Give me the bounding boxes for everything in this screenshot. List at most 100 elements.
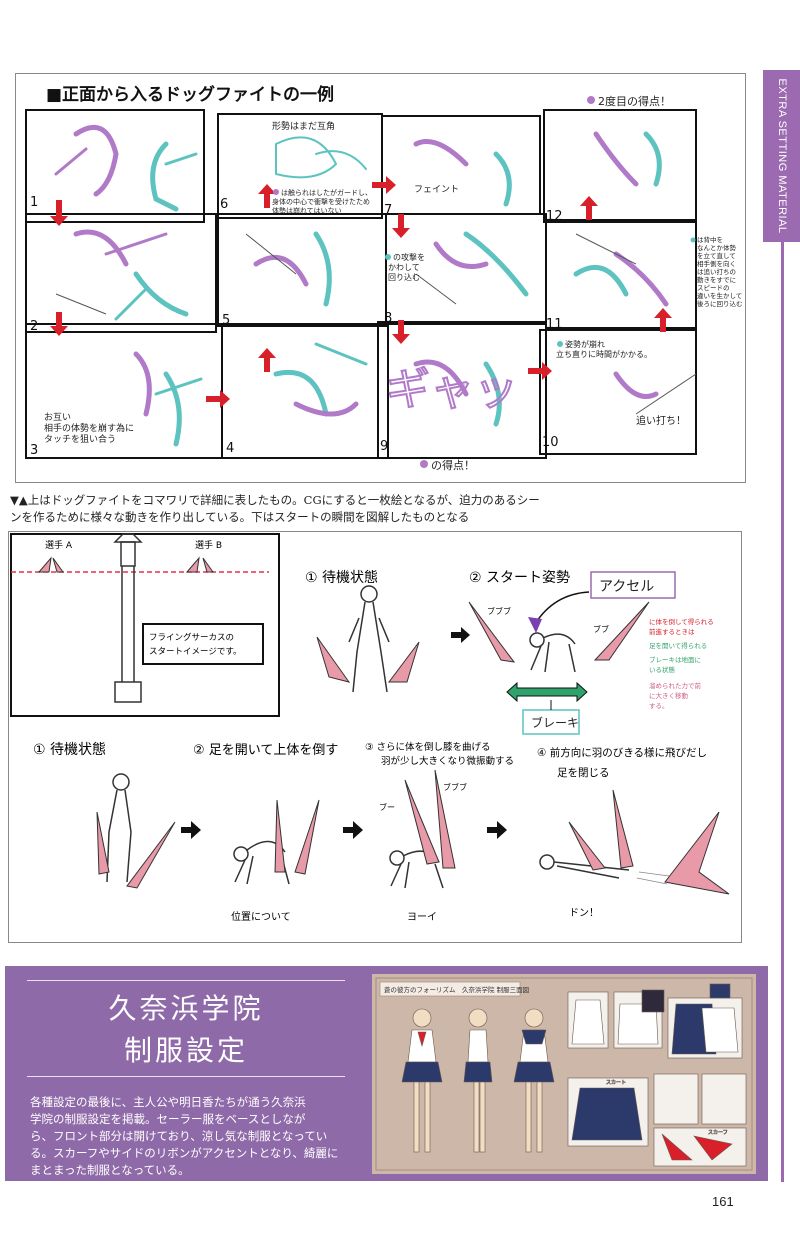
panel-number: 5 — [222, 313, 230, 328]
panel-number: 9 — [380, 439, 388, 454]
uniform-sheet-image: 蒼の彼方のフォーリズム 久奈浜学院 制服三面図 — [372, 974, 756, 1174]
svg-text:足を開いて得られる: 足を開いて得られる — [649, 641, 707, 650]
svg-text:を立て直して: を立て直して — [697, 251, 736, 260]
step-2-sub: 位置について — [231, 910, 291, 923]
svg-text:いる状態: いる状態 — [649, 665, 676, 674]
arrow-right-icon — [487, 821, 507, 839]
side-rule — [781, 242, 784, 1182]
note-guard: は触られはしたがガードし、 — [281, 188, 372, 197]
step-1: ① 待機状態 — [33, 742, 106, 758]
page-number: 161 — [712, 1194, 734, 1209]
uniform-figure-front — [402, 1009, 442, 1152]
wing-icon — [275, 800, 285, 872]
svg-text:ブブブ: ブブブ — [443, 782, 467, 792]
svg-text:ブレーキは地面に: ブレーキは地面に — [649, 655, 701, 664]
wing-icon — [665, 812, 729, 894]
panel-number: 8 — [384, 311, 392, 326]
story-cell — [218, 214, 386, 326]
storyboard-panel: ギャッ 1 2 3 4 5 6 7 8 9 10 11 — [15, 73, 746, 483]
step-3-sub: ヨーイ — [407, 912, 437, 923]
brake-label: ブレーキ — [531, 715, 579, 730]
svg-text:ブブ: ブブ — [593, 624, 609, 634]
uniform-section: 久奈浜学院 制服設定 各種設定の最後に、主人公や明日香たちが通う久奈浜 学院の制… — [5, 966, 768, 1181]
start-diagram-illustration: 選手 A 選手 B フライングサーカスの スタートイメージです。 ① 待機状態 … — [9, 532, 741, 942]
svg-text:動きをすでに: 動きをすでに — [697, 275, 736, 284]
svg-text:タッチを狙い合う: タッチを狙い合う — [44, 433, 116, 445]
divider — [27, 1076, 345, 1077]
panel-number: 7 — [384, 203, 392, 218]
panel-number: 3 — [30, 443, 38, 458]
svg-text:前進するときは: 前進するときは — [649, 627, 695, 636]
note-pursuit: 追い打ち！ — [636, 414, 686, 427]
arrow-up-icon — [258, 348, 276, 372]
panel-number: 6 — [220, 197, 228, 212]
step-3: ③ さらに体を倒し膝を曲げる — [365, 741, 491, 753]
scarf-label: スカーフ — [708, 1130, 728, 1136]
svg-text:に体を倒して得られる: に体を倒して得られる — [649, 617, 714, 626]
wing-icon — [389, 642, 419, 682]
story-cell — [540, 330, 696, 454]
svg-text:する。: する。 — [649, 702, 669, 710]
svg-text:立ち直りに時間がかかる。: 立ち直りに時間がかかる。 — [556, 349, 652, 359]
side-tab: EXTRA SETTING MATERIAL — [763, 70, 800, 242]
svg-text:ブー: ブー — [379, 802, 395, 812]
arrow-right-icon — [451, 627, 470, 643]
note-still-even: 形勢はまだ互角 — [272, 120, 335, 132]
storyboard-title: ■正面から入るドッグファイトの一例 — [46, 80, 334, 105]
storyboard-illustration: ギャッ 1 2 3 4 5 6 7 8 9 10 11 — [16, 74, 745, 482]
svg-text:スピードの: スピードの — [697, 284, 730, 292]
svg-text:相手側を向く: 相手側を向く — [697, 259, 736, 268]
panel-number: 2 — [30, 319, 38, 334]
story-cell — [382, 116, 540, 214]
accel-label: アクセル — [599, 579, 654, 595]
svg-text:羽が少し大きくなり微振動する: 羽が少し大きくなり微振動する — [381, 755, 514, 767]
wing-icon — [613, 790, 633, 868]
start-diagram-panel: 選手 A 選手 B フライングサーカスの スタートイメージです。 ① 待機状態 … — [8, 531, 742, 943]
svg-text:体勢は崩れてはいない: 体勢は崩れてはいない — [272, 206, 342, 215]
section-title: 久奈浜学院 制服設定 — [27, 988, 345, 1072]
svg-text:後ろに回り込む: 後ろに回り込む — [697, 299, 743, 308]
panel-number: 4 — [226, 441, 234, 456]
double-arrow-icon — [507, 683, 587, 701]
player-a-label: 選手 A — [45, 539, 73, 551]
divider — [27, 980, 345, 981]
uniform-figure-side — [464, 1009, 492, 1152]
wing-icon — [317, 637, 349, 682]
svg-text:身体の中心で衝撃を受けたため: 身体の中心で衝撃を受けたため — [272, 197, 370, 206]
side-tab-label: EXTRA SETTING MATERIAL — [776, 78, 788, 233]
note-touch: お互い — [44, 412, 71, 423]
arrow-down-icon — [392, 214, 410, 238]
note-second-score: 2度目の得点！ — [598, 94, 671, 108]
uniform-sheet-label: 蒼の彼方のフォーリズム 久奈浜学院 制服三面図 — [384, 985, 529, 994]
arrow-right-icon — [181, 821, 201, 839]
note-feint: フェイント — [414, 185, 459, 195]
step-2: ② 足を開いて上体を倒す — [193, 743, 338, 758]
arrow-right-icon — [372, 176, 396, 194]
svg-text:に大きく移動: に大きく移動 — [649, 691, 689, 700]
svg-text:かわして: かわして — [388, 263, 420, 272]
skirt-label: スカート — [606, 1080, 626, 1086]
note-dodge: の攻撃を — [393, 252, 425, 262]
top-step-2: ② スタート姿勢 — [469, 570, 570, 586]
svg-text:は追い打ちの: は追い打ちの — [697, 267, 736, 276]
panel-number: 12 — [546, 209, 563, 224]
caption: ▼▲上はドッグファイトをコマワリで詳細に表したもの。CGにすると一枚絵となるが、… — [10, 492, 750, 526]
arrow-down-icon — [528, 617, 542, 633]
panel-number: 10 — [542, 435, 559, 450]
wing-icon — [569, 822, 605, 870]
uniform-sheet-illustration: 蒼の彼方のフォーリズム 久奈浜学院 制服三面図 — [372, 974, 756, 1174]
svg-text:スタートイメージです。: スタートイメージです。 — [149, 647, 241, 657]
svg-text:相手の体勢を崩す為に: 相手の体勢を崩す為に — [44, 422, 134, 434]
svg-text:ブブブ: ブブブ — [487, 606, 511, 616]
story-cell — [222, 324, 388, 458]
note-score: の得点！ — [431, 459, 475, 472]
svg-text:溜められた力で前: 溜められた力で前 — [649, 681, 702, 690]
panel-number: 11 — [546, 317, 563, 332]
svg-text:足を閉じる: 足を閉じる — [557, 767, 610, 779]
step-4-sub: ドン！ — [569, 908, 599, 919]
uniform-figure-back — [514, 1009, 554, 1152]
top-step-1: ① 待機状態 — [305, 570, 378, 586]
wing-icon — [295, 800, 319, 874]
svg-text:違いを生かして: 違いを生かして — [697, 291, 742, 300]
player-b-label: 選手 B — [195, 539, 222, 551]
